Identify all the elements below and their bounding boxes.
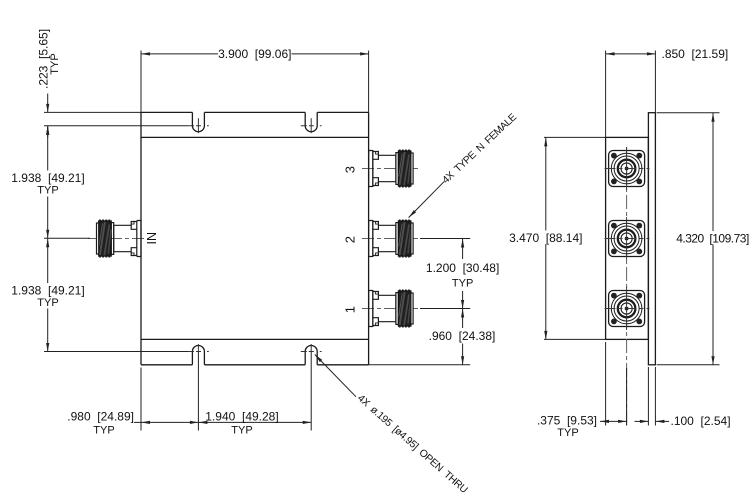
svg-text:TYP: TYP [93,425,114,437]
svg-text:3.900 [99.06]: 3.900 [99.06] [218,47,291,61]
svg-text:TYP: TYP [37,297,58,309]
svg-text:1.938 [49.21]: 1.938 [49.21] [11,284,84,298]
svg-text:.960 [24.38]: .960 [24.38] [429,329,496,343]
svg-text:3: 3 [343,166,358,173]
svg-text:TYP: TYP [557,427,578,439]
svg-text:.223 [5.65]: .223 [5.65] [37,29,51,89]
svg-text:IN: IN [145,232,159,245]
svg-text:1: 1 [343,306,358,313]
svg-text:2: 2 [343,236,358,243]
svg-text:.980 [24.89]: .980 [24.89] [67,410,134,424]
svg-text:.850 [21.59]: .850 [21.59] [662,47,729,61]
svg-text:TYP: TYP [231,425,252,437]
svg-text:1.200 [30.48]: 1.200 [30.48] [426,261,499,275]
svg-text:TYP: TYP [49,53,61,74]
svg-text:1.940 [49.28]: 1.940 [49.28] [205,410,278,424]
svg-text:4.320 [109.73]: 4.320 [109.73] [676,231,749,245]
svg-text:3.470 [88.14]: 3.470 [88.14] [509,231,582,245]
svg-text:.100 [2.54]: .100 [2.54] [671,414,731,428]
svg-text:.375 [9.53]: .375 [9.53] [537,414,597,428]
svg-text:TYP: TYP [452,278,473,290]
svg-text:TYP: TYP [37,185,58,197]
svg-text:1.938 [49.21]: 1.938 [49.21] [11,171,84,185]
